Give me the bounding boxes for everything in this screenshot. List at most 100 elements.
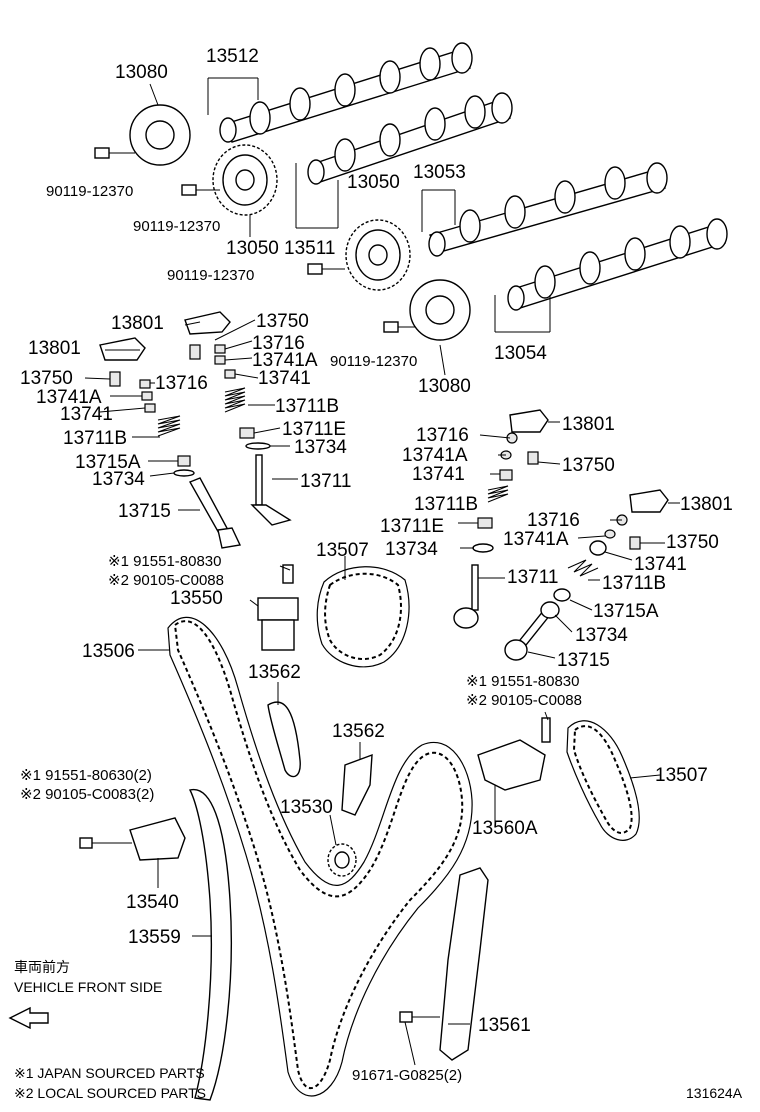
label-13512: 13512 [206, 46, 259, 67]
label-13741A-d: 13741A [503, 529, 569, 550]
rocker-arm-13801-c [509, 409, 549, 433]
label-90119-d: 90119-12370 [330, 353, 417, 370]
label-note1-a: ※1 91551-80830 [108, 553, 222, 570]
valve-spring-13711B-b [157, 415, 181, 437]
label-13750-d: 13750 [666, 532, 719, 553]
label-13540: 13540 [126, 892, 179, 913]
label-note2-a: ※2 90105-C0088 [108, 572, 224, 589]
label-13711B-a: 13711B [275, 396, 339, 417]
chain-guide-13562-a [267, 701, 301, 778]
label-13560A: 13560A [472, 818, 538, 839]
camshaft-13054 [507, 218, 728, 311]
timing-chain-13506 [167, 616, 473, 1097]
timing-chain-13507-right [566, 720, 640, 841]
chain-guide-13559 [188, 788, 232, 1101]
label-13711E-b: 13711E [380, 516, 444, 537]
label-13715A-b: 13715A [593, 601, 659, 622]
label-13080-bottom: 13080 [418, 376, 471, 397]
label-13716-d: 13716 [527, 510, 580, 531]
label-13561: 13561 [478, 1015, 531, 1036]
label-13507-a: 13507 [316, 540, 369, 561]
label-13750-a: 13750 [256, 311, 309, 332]
label-13562-b: 13562 [332, 721, 385, 742]
leader-lines-valve [84, 319, 680, 659]
camshaft-13511 [307, 92, 513, 185]
label-90119-b: 90119-12370 [133, 218, 220, 235]
label-note2-b: ※2 90105-C0088 [466, 692, 582, 709]
bolt-90119-b [181, 184, 220, 196]
label-13711B-b: 13711B [63, 428, 127, 449]
label-13715-b: 13715 [557, 650, 610, 671]
small-parts-right [472, 432, 641, 602]
label-13801-a: 13801 [111, 313, 164, 334]
legend-note2: ※2 LOCAL SOURCED PARTS [14, 1085, 206, 1101]
cam-timing-gear-13080-bottom [409, 279, 471, 341]
label-13711E-a: 13711E [282, 419, 346, 440]
label-13711B-c: 13711B [414, 494, 478, 515]
label-13734-b: 13734 [92, 469, 145, 490]
label-13750-c: 13750 [562, 455, 615, 476]
cam-timing-gear-13080-top [129, 104, 191, 166]
valve-spring-13711B-a [224, 387, 246, 413]
label-note1-b: ※1 91551-80830 [466, 673, 580, 690]
valve-13715-b [504, 601, 560, 661]
label-13050-a: 13050 [347, 172, 400, 193]
chain-guide-13561 [399, 867, 489, 1061]
part-number-labels: 13080 13512 90119-12370 90119-12370 1305… [14, 46, 743, 1101]
label-13711-b: 13711 [507, 567, 558, 588]
valve-spring-13711B-c [487, 485, 509, 503]
label-note1-c: ※1 91551-80630(2) [20, 767, 152, 784]
camshaft-13053 [428, 162, 668, 257]
label-13716-b: 13716 [155, 373, 208, 394]
chain-tensioner-13560A [477, 717, 551, 791]
label-13530: 13530 [280, 797, 333, 818]
label-90119-c: 90119-12370 [167, 267, 254, 284]
label-13741-a: 13741 [258, 368, 311, 389]
cam-timing-gear-13050-top [212, 144, 278, 216]
label-13741A-c: 13741A [402, 445, 468, 466]
label-13054: 13054 [494, 343, 547, 364]
valve-13711-b [453, 564, 479, 629]
vehicle-front-arrow-icon [8, 1006, 49, 1030]
legend-note1: ※1 JAPAN SOURCED PARTS [14, 1065, 205, 1081]
label-13716-a: 13716 [252, 333, 305, 354]
label-13734-a: 13734 [294, 437, 347, 458]
label-13801-c: 13801 [562, 414, 615, 435]
label-13734-d: 13734 [575, 625, 628, 646]
label-13050-b: 13050 [226, 238, 279, 259]
cam-timing-gear-13050-mid [345, 219, 411, 291]
timing-chain-13507-left [316, 566, 410, 668]
tensioner-13540 [79, 817, 186, 861]
rocker-arm-13801-b [99, 337, 146, 361]
label-13053: 13053 [413, 162, 466, 183]
bolt-13550 [282, 564, 294, 584]
label-13550: 13550 [170, 588, 223, 609]
rocker-arm-13801-d [629, 489, 669, 513]
label-13741A-b: 13741A [36, 387, 102, 408]
bolt-90119-a [94, 147, 135, 159]
label-13511: 13511 [284, 238, 335, 259]
label-13801-b: 13801 [28, 338, 81, 359]
direction-label-jp: 車両前方 [14, 959, 70, 975]
label-13741-d: 13741 [634, 554, 687, 575]
figure-id: 131624A [686, 1085, 743, 1101]
label-13741A-a: 13741A [252, 350, 318, 371]
direction-label-en: VEHICLE FRONT SIDE [14, 979, 162, 995]
chain-tensioner-13550 [249, 597, 299, 651]
rocker-arm-13801-a [184, 311, 231, 335]
label-13715A-a: 13715A [75, 452, 141, 473]
label-13080-top: 13080 [115, 62, 168, 83]
bolt-90119-d [383, 321, 415, 333]
chain-guide-13562-b [341, 753, 373, 816]
label-13562-a: 13562 [248, 662, 301, 683]
label-13750-b: 13750 [20, 368, 73, 389]
leader-lines-lower [138, 556, 661, 1066]
label-note2-c: ※2 90105-C0083(2) [20, 786, 154, 803]
label-13507-b: 13507 [655, 765, 708, 786]
idler-sprocket-13530 [327, 843, 357, 877]
label-90119-a: 90119-12370 [46, 183, 133, 200]
label-13559: 13559 [128, 927, 181, 948]
label-91671: 91671-G0825(2) [352, 1067, 462, 1084]
